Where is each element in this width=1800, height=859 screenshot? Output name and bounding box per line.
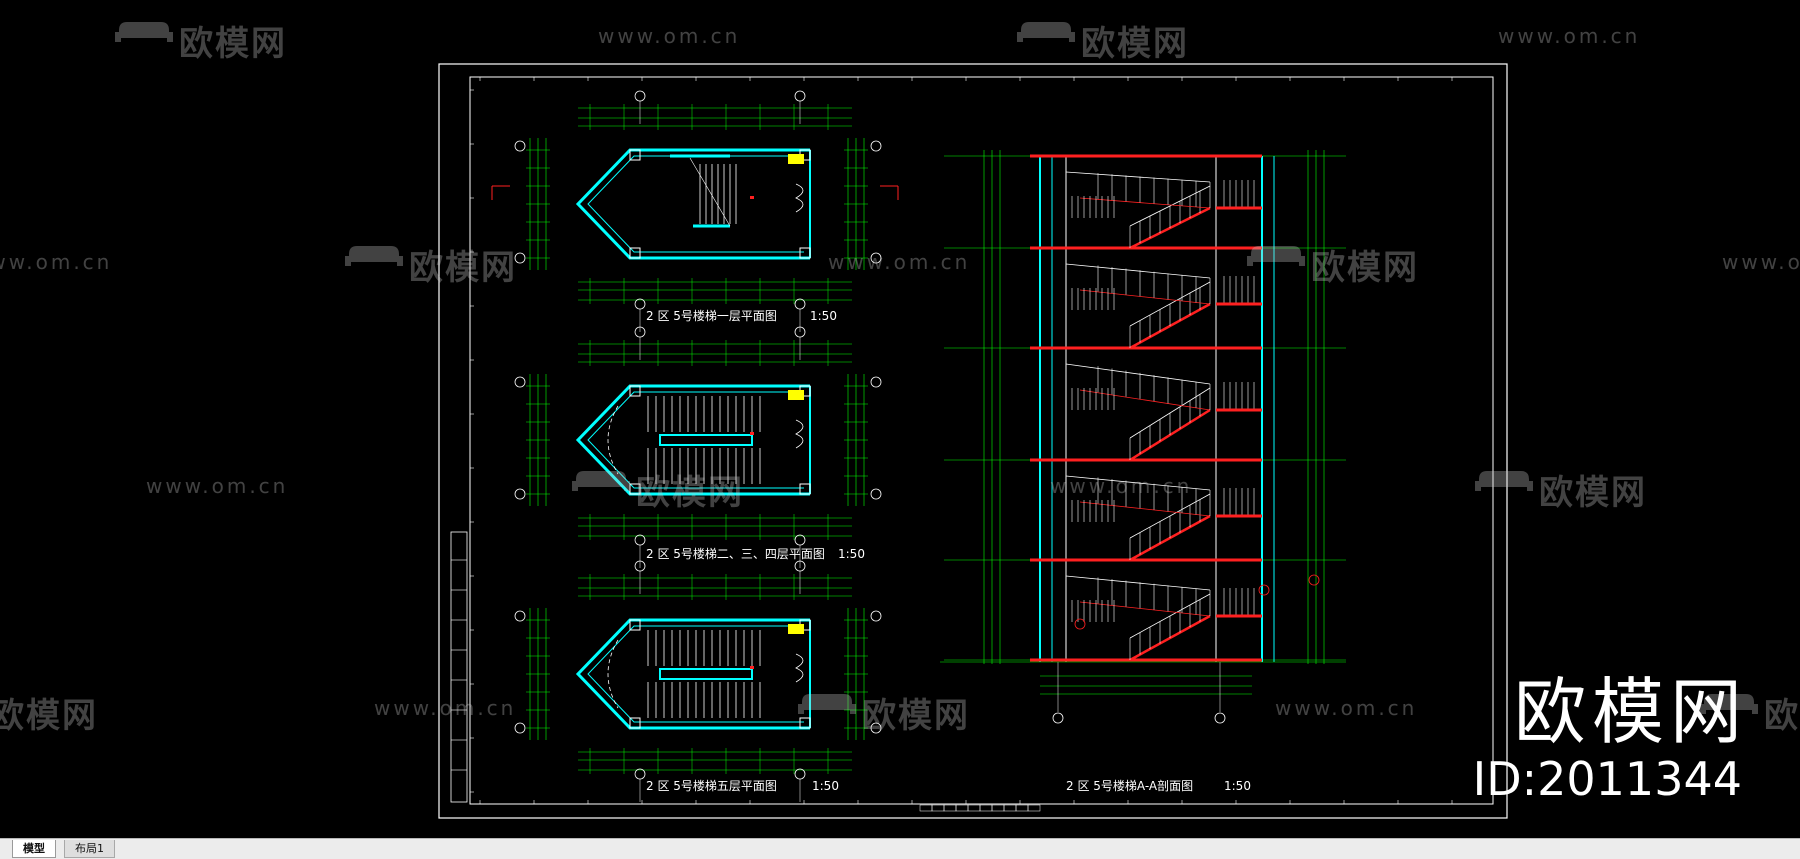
plan-floor-2-4 [514,326,882,568]
plan-floor-5 [514,560,882,802]
plan-scale-floor-5: 1:50 [812,779,839,793]
paper-inner-frame [469,76,1494,805]
plan-title-floor-5: 2 区 5号楼梯五层平面图 [646,779,777,793]
plan-scale-floor-1: 1:50 [810,309,837,323]
title-block-lines [451,559,467,771]
plan-scale-floor-2-4: 1:50 [838,547,865,561]
frame-ticks [470,77,1453,804]
drawing-svg [438,63,1508,819]
title-block [450,531,468,803]
scale-bar [919,804,1041,812]
plan-title-floor-2-4: 2 区 5号楼梯二、三、四层平面图 [646,547,825,561]
model-id-label: ID:2011344 [1472,752,1742,806]
layout-tab-bar: 模型 布局1 [0,838,1800,859]
section-title: 2 区 5号楼梯A-A剖面图 [1066,779,1194,793]
plan-floor-1 [491,90,899,332]
section-a-a [940,150,1346,724]
tab-model[interactable]: 模型 [12,840,56,858]
watermark-brand-large: 欧模网 [1513,670,1748,754]
plan-title-floor-1: 2 区 5号楼梯一层平面图 [646,309,777,323]
cad-model-space[interactable]: 欧模网 欧模网 欧模网 欧模网 欧模网 欧模网 欧模网 欧模网 欧模网 www.… [0,0,1800,838]
paper-outer-frame [438,63,1508,819]
tab-layout-1[interactable]: 布局1 [64,840,115,858]
section-scale: 1:50 [1224,779,1251,793]
